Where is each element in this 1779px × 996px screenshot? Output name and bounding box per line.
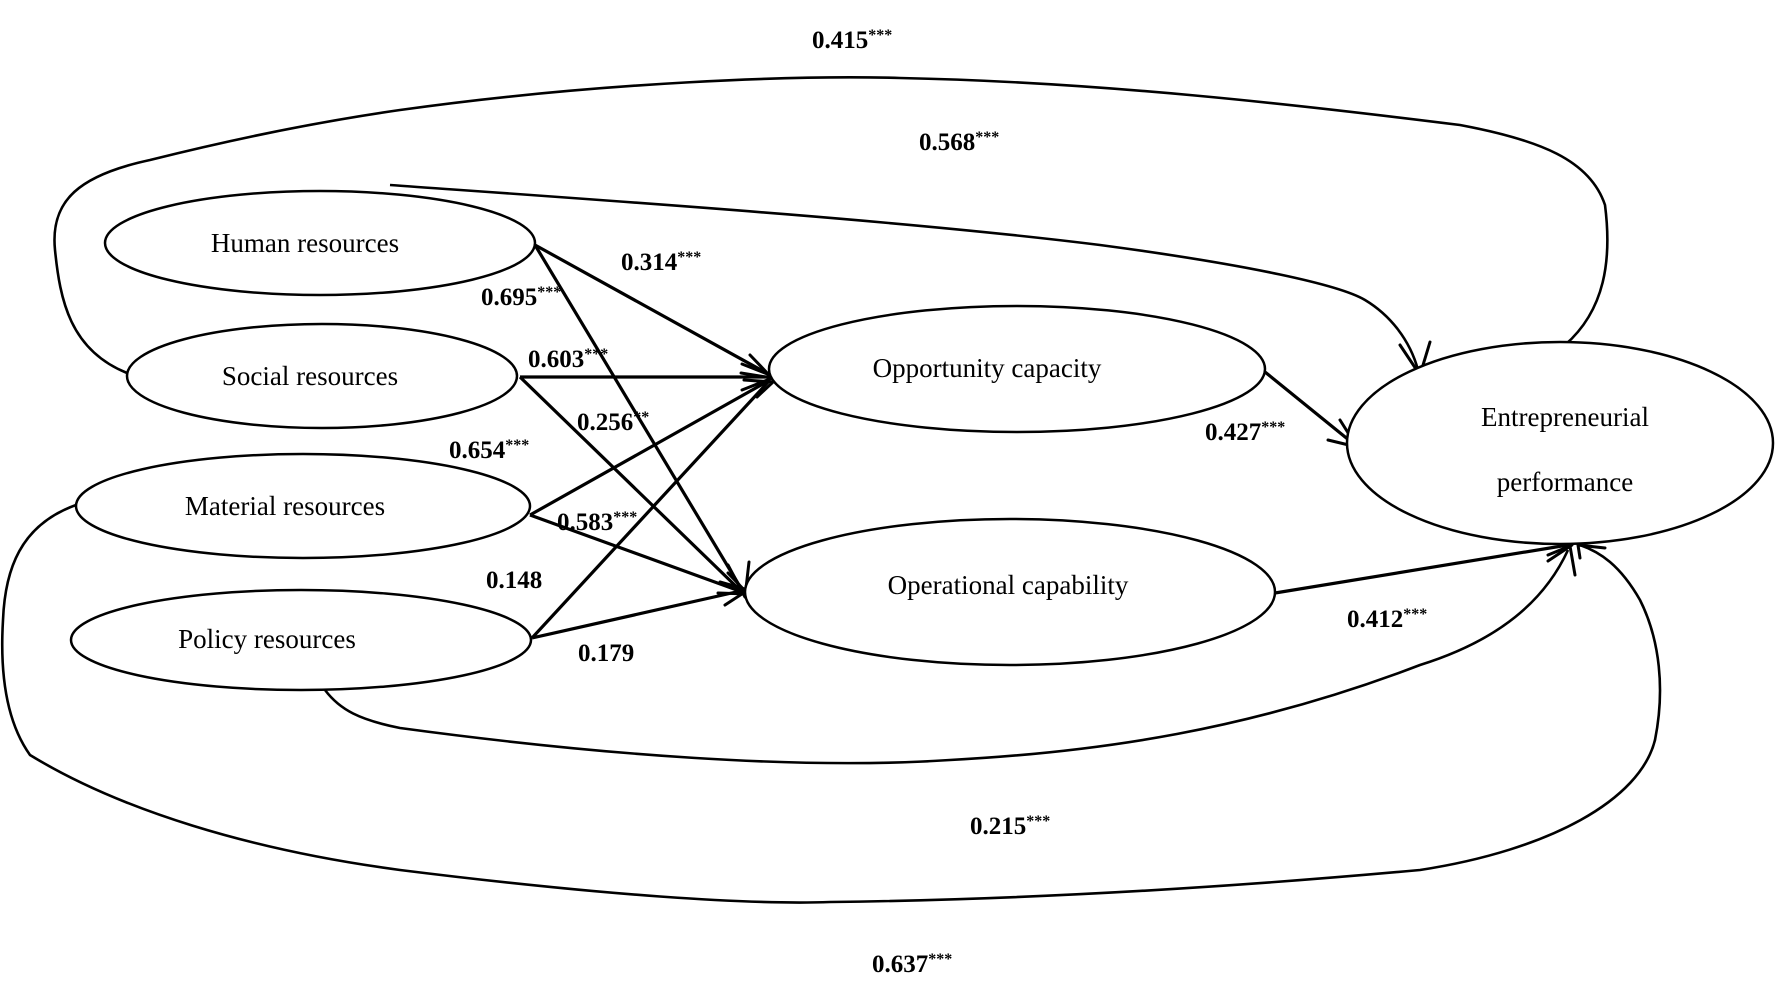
node-ellipse: [767, 304, 1267, 434]
node-label: Material resources: [185, 491, 385, 521]
edge-material-performance: [0, 503, 1662, 904]
node-label: Human resources: [211, 228, 399, 258]
coef-stars: ***: [613, 509, 637, 526]
direct-paths: [518, 243, 1569, 640]
coef-value: 0.654: [449, 437, 506, 464]
coef-value: 0.427: [1205, 419, 1261, 446]
node-ellipse: [125, 322, 519, 430]
coef-material-opportunity: 0.654***: [449, 437, 529, 464]
edge-operational-performance: [1274, 543, 1569, 595]
coef-stars: ***: [1026, 813, 1050, 830]
node-label: performance: [1497, 467, 1633, 497]
edge-policy-operational: [531, 588, 746, 640]
coef-stars: **: [633, 409, 649, 426]
node-operational-capability: Operational capability: [743, 517, 1277, 667]
coef-human-opportunity: 0.314***: [621, 249, 701, 276]
coef-opportunity-performance: 0.427***: [1205, 419, 1285, 446]
coef-value: 0.314: [621, 249, 678, 276]
edge-material-opportunity: [529, 378, 771, 517]
node-entrepreneurial-performance: Entrepreneurial performance: [1345, 340, 1775, 546]
node-label: Policy resources: [178, 624, 356, 654]
nodes: Human resources Social resources Materia…: [69, 189, 1775, 692]
coef-social-performance: 0.415***: [812, 27, 892, 54]
node-opportunity-capacity: Opportunity capacity: [767, 304, 1267, 434]
edge-social-operational: [518, 375, 747, 597]
node-social-resources: Social resources: [125, 322, 519, 430]
coef-value: 0.412: [1347, 606, 1403, 633]
edge-human-opportunity: [534, 243, 771, 377]
coef-value: 0.583: [557, 509, 613, 536]
node-ellipse: [1345, 340, 1775, 546]
node-ellipse: [69, 588, 533, 692]
node-policy-resources: Policy resources: [69, 588, 533, 692]
node-material-resources: Material resources: [74, 452, 532, 560]
coef-policy-operational: 0.179: [578, 640, 634, 667]
coef-stars: ***: [1403, 606, 1427, 623]
node-label: Operational capability: [888, 570, 1129, 600]
node-ellipse: [74, 452, 532, 560]
coef-value: 0.148: [486, 567, 542, 594]
coef-value: 0.603: [528, 346, 584, 373]
coef-value: 0.568: [919, 129, 975, 156]
coef-value: 0.215: [970, 813, 1026, 840]
edge-policy-opportunity: [530, 378, 772, 640]
edge-policy-performance: [323, 549, 1570, 765]
coef-material-operational: 0.583***: [557, 509, 637, 536]
coef-human-performance: 0.568***: [919, 129, 999, 156]
edge-opportunity-performance: [1263, 370, 1357, 447]
edge-human-operational: [533, 244, 747, 596]
coef-value: 0.179: [578, 640, 634, 667]
coef-stars: ***: [1261, 419, 1285, 436]
long-paths: [0, 76, 1662, 904]
arrowhead-performance-policy: [1546, 544, 1577, 577]
node-label: Opportunity capacity: [873, 353, 1102, 383]
coef-value: 0.695: [481, 284, 537, 311]
coef-social-operational: 0.256**: [577, 409, 649, 436]
node-label: Social resources: [222, 361, 398, 391]
coefficient-labels: 0.415*** 0.568*** 0.314*** 0.695*** 0.60…: [449, 27, 1427, 978]
coef-stars: ***: [677, 249, 701, 266]
coef-stars: ***: [975, 129, 999, 146]
coef-policy-performance: 0.215***: [970, 813, 1050, 840]
node-ellipse: [743, 517, 1277, 667]
coef-policy-opportunity: 0.148: [486, 567, 542, 594]
coef-value: 0.637: [872, 951, 928, 978]
edge-material-operational: [529, 513, 746, 595]
coef-social-opportunity: 0.603***: [528, 346, 608, 373]
arrowhead-performance-material: [1576, 543, 1607, 560]
coef-human-operational: 0.695***: [481, 284, 561, 311]
coef-value: 0.415: [812, 27, 868, 54]
coef-stars: ***: [537, 284, 561, 301]
node-human-resources: Human resources: [103, 189, 537, 297]
coef-stars: ***: [505, 437, 529, 454]
coef-value: 0.256: [577, 409, 633, 436]
coef-stars: ***: [584, 346, 608, 363]
coef-stars: ***: [928, 951, 952, 968]
coef-material-performance: 0.637***: [872, 951, 952, 978]
node-label: Entrepreneurial: [1481, 402, 1649, 432]
node-ellipse: [103, 189, 537, 297]
edge-social-performance: [53, 76, 1609, 375]
edge-human-performance: [389, 183, 1420, 371]
coef-stars: ***: [868, 27, 892, 44]
coef-operational-performance: 0.412***: [1347, 606, 1427, 633]
